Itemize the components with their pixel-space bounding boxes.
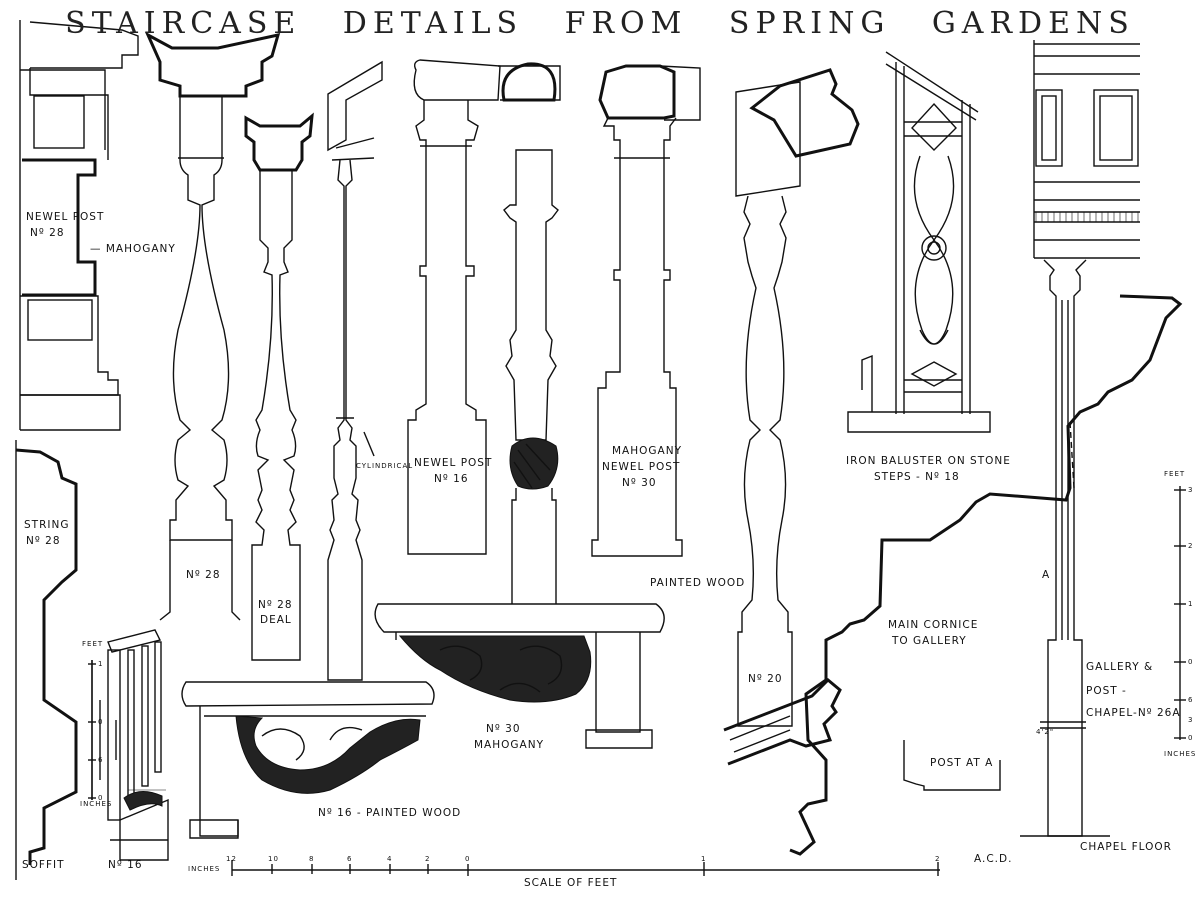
- gallery-post-26a: [1020, 40, 1140, 837]
- iron-baluster-18: [847, 51, 991, 433]
- bracket-30-mahogany: [374, 603, 665, 749]
- label-mahogany-left: — MAHOGANY: [90, 243, 176, 255]
- small-stair-16: [91, 629, 169, 861]
- right-tick-0: 0: [1188, 658, 1194, 666]
- right-tick-2: 2: [1188, 542, 1194, 550]
- spiral-baluster: [503, 149, 559, 604]
- scale-tick-4: 4: [387, 855, 393, 863]
- scale-tick-6: 6: [347, 855, 353, 863]
- label-gallery-post-b: POST -: [1086, 685, 1127, 697]
- label-newel-post-28-num: Nº 28: [30, 227, 65, 239]
- label-scale-inches: INCHES: [188, 865, 221, 873]
- scale-tick-2: 2: [425, 855, 431, 863]
- label-string-28: STRING: [24, 519, 70, 531]
- label-point-a: A: [1042, 569, 1051, 581]
- label-post-at-a: POST AT A: [930, 757, 994, 769]
- label-iron-baluster-a: IRON BALUSTER ON STONE: [846, 455, 1011, 467]
- label-mahogany-newel-30-b: NEWEL POST: [602, 461, 681, 473]
- label-inches-right: INCHES: [1164, 750, 1197, 758]
- scale-tick-0: 0: [465, 855, 471, 863]
- label-feet-right: FEET: [1164, 470, 1186, 478]
- cylindrical-baluster: [327, 60, 383, 681]
- left-tick-6: 6: [98, 756, 104, 764]
- label-chapel-floor: CHAPEL FLOOR: [1080, 841, 1172, 853]
- main-cornice-gallery: [789, 294, 1183, 856]
- label-no28: Nº 28: [186, 569, 221, 581]
- baluster-28-deal: [244, 112, 314, 661]
- left-vertical-scale: [88, 660, 96, 800]
- scale-tick-2-feet: 2: [935, 855, 941, 863]
- label-mahogany-newel-30-a: MAHOGANY: [612, 445, 682, 457]
- newel-post-28-elevation: [19, 20, 139, 431]
- label-mahogany-30: MAHOGANY: [474, 739, 544, 751]
- right-tick-1: 1: [1188, 600, 1194, 608]
- right-tick-0b: 0: [1188, 734, 1194, 742]
- label-newel-post-28: NEWEL POST: [26, 211, 105, 223]
- label-no16-painted: Nº 16 - PAINTED WOOD: [318, 807, 462, 819]
- label-acd: A.C.D.: [974, 853, 1013, 865]
- label-feet-left: FEET: [82, 640, 104, 648]
- scale-tick-12: 12: [226, 855, 237, 863]
- label-no16-small: Nº 16: [108, 859, 143, 871]
- string-28-profile: [15, 440, 78, 880]
- dimension-four-two: 4'2": [1036, 728, 1055, 736]
- right-tick-3b: 3: [1188, 716, 1194, 724]
- left-tick-0b: 0: [98, 794, 104, 802]
- label-iron-baluster-b: STEPS - Nº 18: [874, 471, 960, 483]
- right-tick-3: 3: [1188, 486, 1194, 494]
- bracket-16-painted-wood: [181, 681, 435, 839]
- label-main-cornice-a: MAIN CORNICE: [888, 619, 979, 631]
- scale-tick-1: 1: [701, 855, 707, 863]
- scale-bar: [231, 860, 940, 876]
- painted-wood-baluster-20: [723, 68, 860, 766]
- label-string-28-num: Nº 28: [26, 535, 61, 547]
- left-tick-0: 0: [98, 718, 104, 726]
- label-painted-wood: PAINTED WOOD: [650, 577, 746, 589]
- left-tick-1: 1: [98, 660, 104, 668]
- label-inches-left: INCHES: [80, 800, 113, 808]
- label-no30: Nº 30: [486, 723, 521, 735]
- mahogany-newel-30: [591, 64, 701, 557]
- right-tick-6: 6: [1188, 696, 1194, 704]
- scale-tick-8: 8: [309, 855, 315, 863]
- label-scale-caption: SCALE OF FEET: [524, 877, 618, 889]
- newel-post-16: [407, 59, 561, 555]
- label-gallery-post-c: CHAPEL-Nº 26A: [1086, 707, 1181, 719]
- baluster-28: [144, 31, 281, 621]
- label-mahogany-newel-30-c: Nº 30: [622, 477, 657, 489]
- label-main-cornice-b: TO GALLERY: [892, 635, 967, 647]
- label-newel-post-16: NEWEL POST: [414, 457, 493, 469]
- label-deal: DEAL: [260, 614, 292, 626]
- label-no20: Nº 20: [748, 673, 783, 685]
- right-vertical-scale: [1174, 486, 1186, 740]
- label-cylindrical: CYLINDRICAL: [356, 462, 414, 470]
- post-at-a: [903, 740, 1001, 791]
- scale-tick-10: 10: [268, 855, 279, 863]
- drawing-title: STAIRCASE DETAILS FROM SPRING GARDENS: [65, 6, 1135, 41]
- label-newel-post-16-num: Nº 16: [434, 473, 469, 485]
- label-gallery-post-a: GALLERY &: [1086, 661, 1154, 673]
- label-no28-deal: Nº 28: [258, 599, 293, 611]
- label-soffit: SOFFIT: [22, 859, 65, 871]
